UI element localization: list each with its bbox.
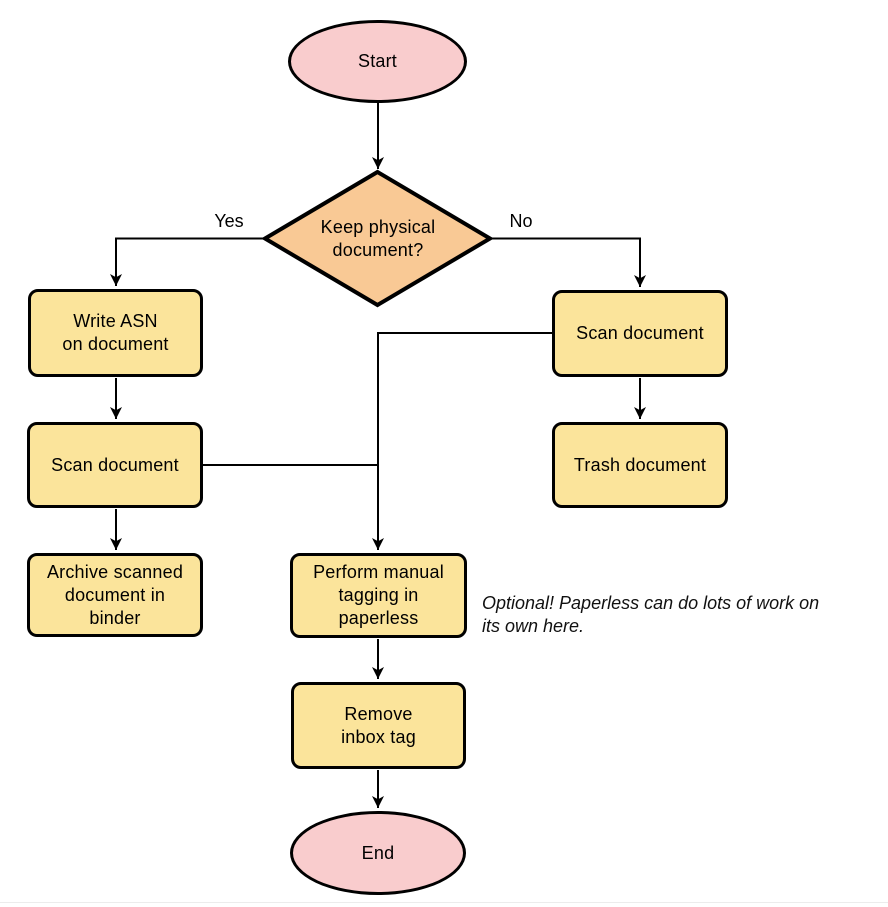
edge-decision-yes-to-write-asn [110,237,265,286]
node-trash-document: Trash document [552,422,728,508]
edge-decision-no-to-scan-right [490,237,646,287]
edge-label-no: No [509,211,533,231]
node-scan-document-left: Scan document [27,422,203,508]
node-remove-inbox-tag: Remove inbox tag [291,682,466,769]
node-manual-tagging: Perform manual tagging in paperless [290,553,467,638]
node-end: End [290,811,466,895]
edge-label-yes: Yes [214,211,244,231]
node-decision-label: Keep physical document? [320,216,436,260]
node-archive-binder: Archive scanned document in binder [27,553,203,637]
edge-scan-right-to-tagging [372,332,552,550]
node-start: Start [288,20,467,103]
page-bottom-rule [0,902,888,903]
node-scan-document-right: Scan document [552,290,728,377]
annotation-optional-note: Optional! Paperless can do lots of work … [482,593,820,636]
decision-diamond-shape [261,169,494,308]
node-write-asn: Write ASN on document [28,289,203,377]
